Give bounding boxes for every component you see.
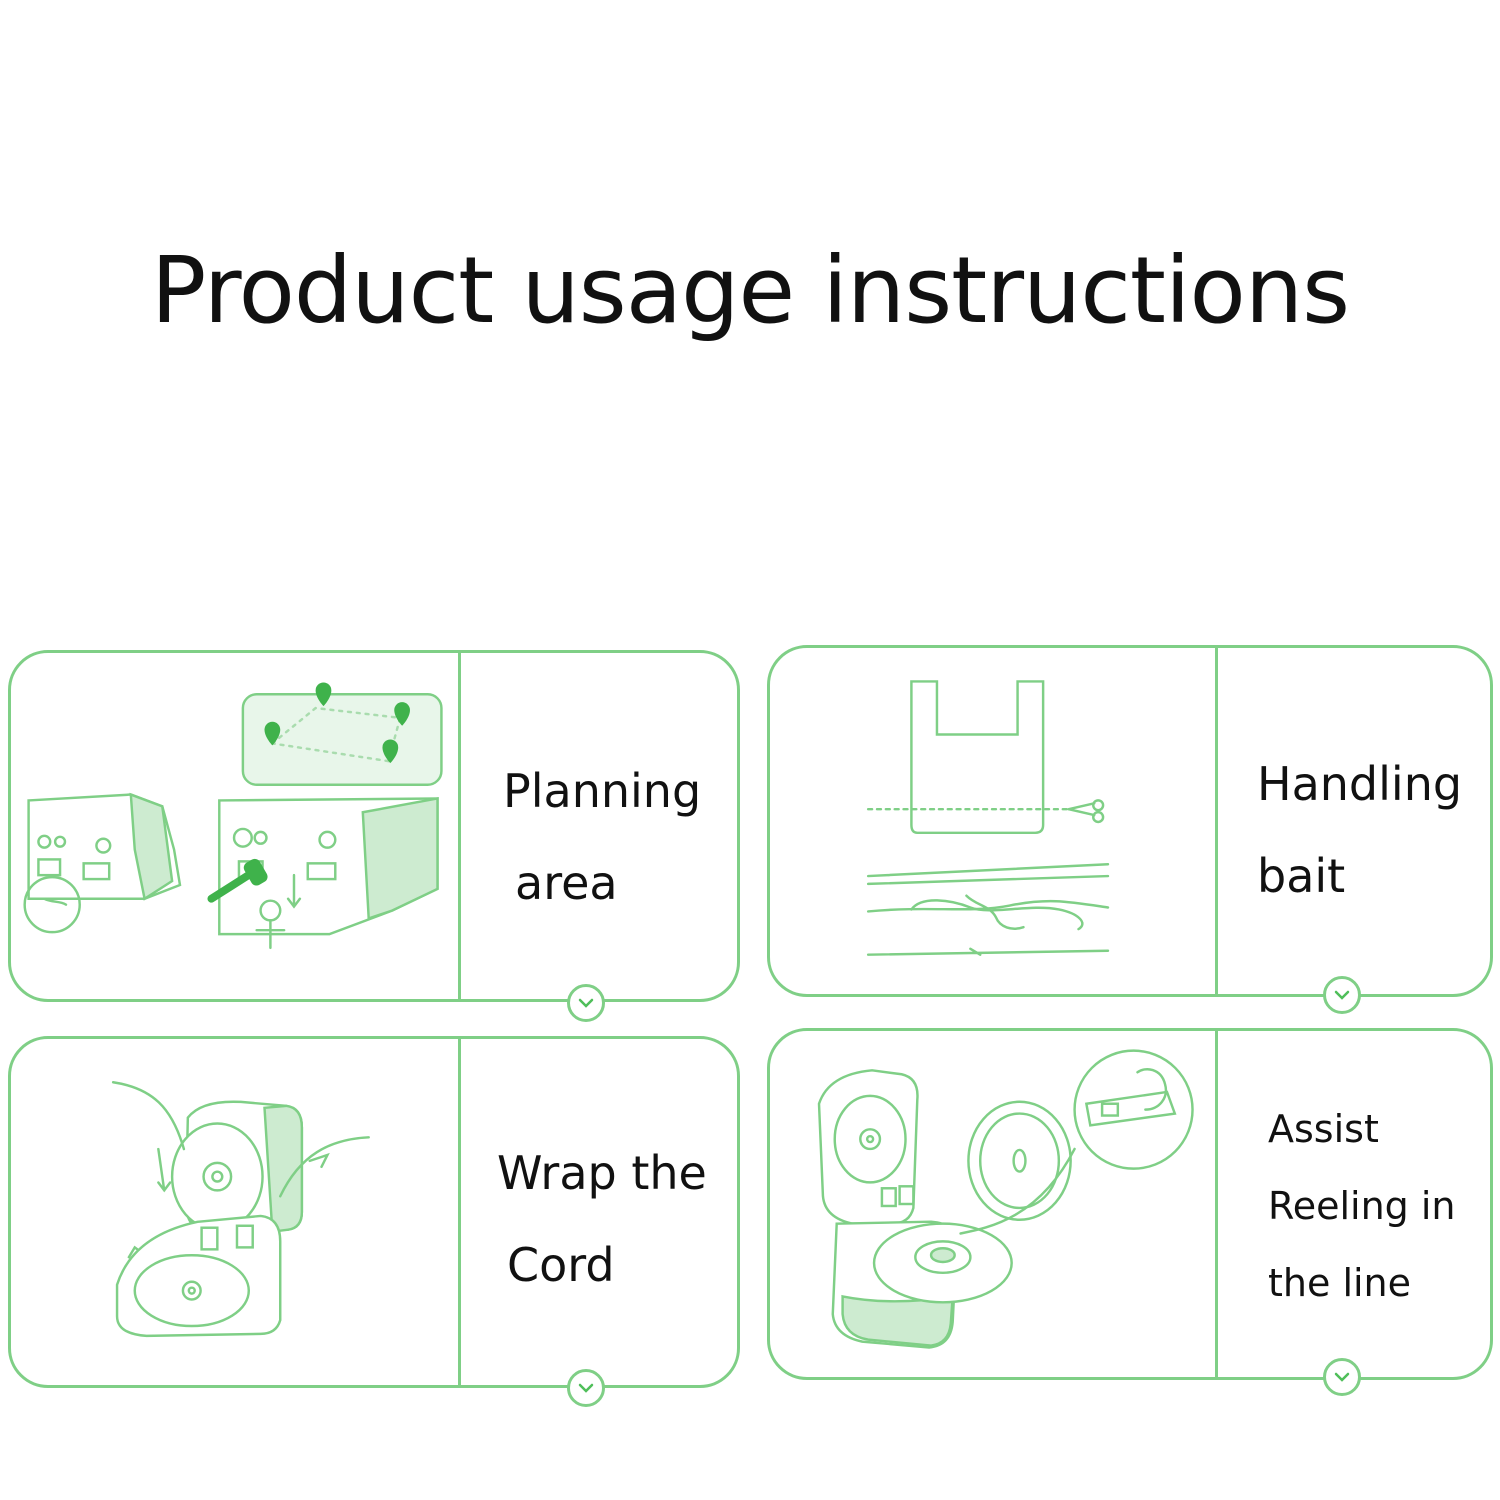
cord-spool-wrap-illustration bbox=[11, 1039, 461, 1385]
bait-bag-scissors-illustration bbox=[770, 648, 1215, 994]
step-card-planning-area: Planning area bbox=[8, 650, 740, 1002]
step-card-assist-reeling: Assist Reeling in the line bbox=[767, 1028, 1493, 1380]
step-label-assist-reeling: Assist Reeling in the line bbox=[1268, 1107, 1456, 1305]
chevron-down-icon bbox=[567, 1369, 605, 1407]
step-card-handling-bait: Handling bait bbox=[767, 645, 1493, 997]
step-label-handling-bait: Handling bait bbox=[1257, 757, 1463, 903]
page-title: Product usage instructions bbox=[150, 237, 1350, 344]
robot-mower-map-illustration bbox=[11, 653, 461, 999]
step-card-wrap-the-cord: Wrap the Cord bbox=[8, 1036, 740, 1388]
step-label-planning-area: Planning area bbox=[503, 764, 702, 910]
step-label-wrap-the-cord: Wrap the Cord bbox=[497, 1146, 707, 1292]
chevron-down-icon bbox=[1323, 976, 1361, 1014]
chevron-down-icon bbox=[1323, 1358, 1361, 1396]
chevron-down-icon bbox=[567, 984, 605, 1022]
line-reel-assist-illustration bbox=[770, 1031, 1215, 1377]
